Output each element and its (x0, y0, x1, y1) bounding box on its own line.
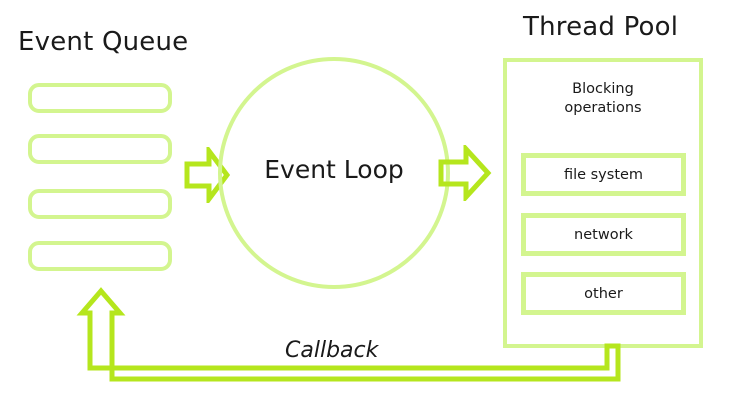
blocking-operations-line-2: operations (564, 100, 642, 116)
thread-pool-item-other: other (521, 272, 686, 315)
arrow-loop-to-pool-icon (438, 145, 492, 201)
event-queue-item (28, 83, 172, 113)
event-loop-circle (218, 57, 450, 289)
event-queue-item (28, 189, 172, 219)
blocking-operations-label: Blocking operations (503, 80, 703, 118)
event-loop-label: Event Loop (264, 155, 404, 184)
event-queue-item (28, 241, 172, 271)
thread-pool-item-file-system: file system (521, 153, 686, 196)
thread-pool-title: Thread Pool (523, 12, 679, 42)
thread-pool-item-network: network (521, 213, 686, 256)
event-queue-title: Event Queue (18, 27, 189, 57)
event-queue-item (28, 134, 172, 164)
callback-label: Callback (285, 338, 379, 363)
blocking-operations-line-1: Blocking (572, 81, 634, 97)
